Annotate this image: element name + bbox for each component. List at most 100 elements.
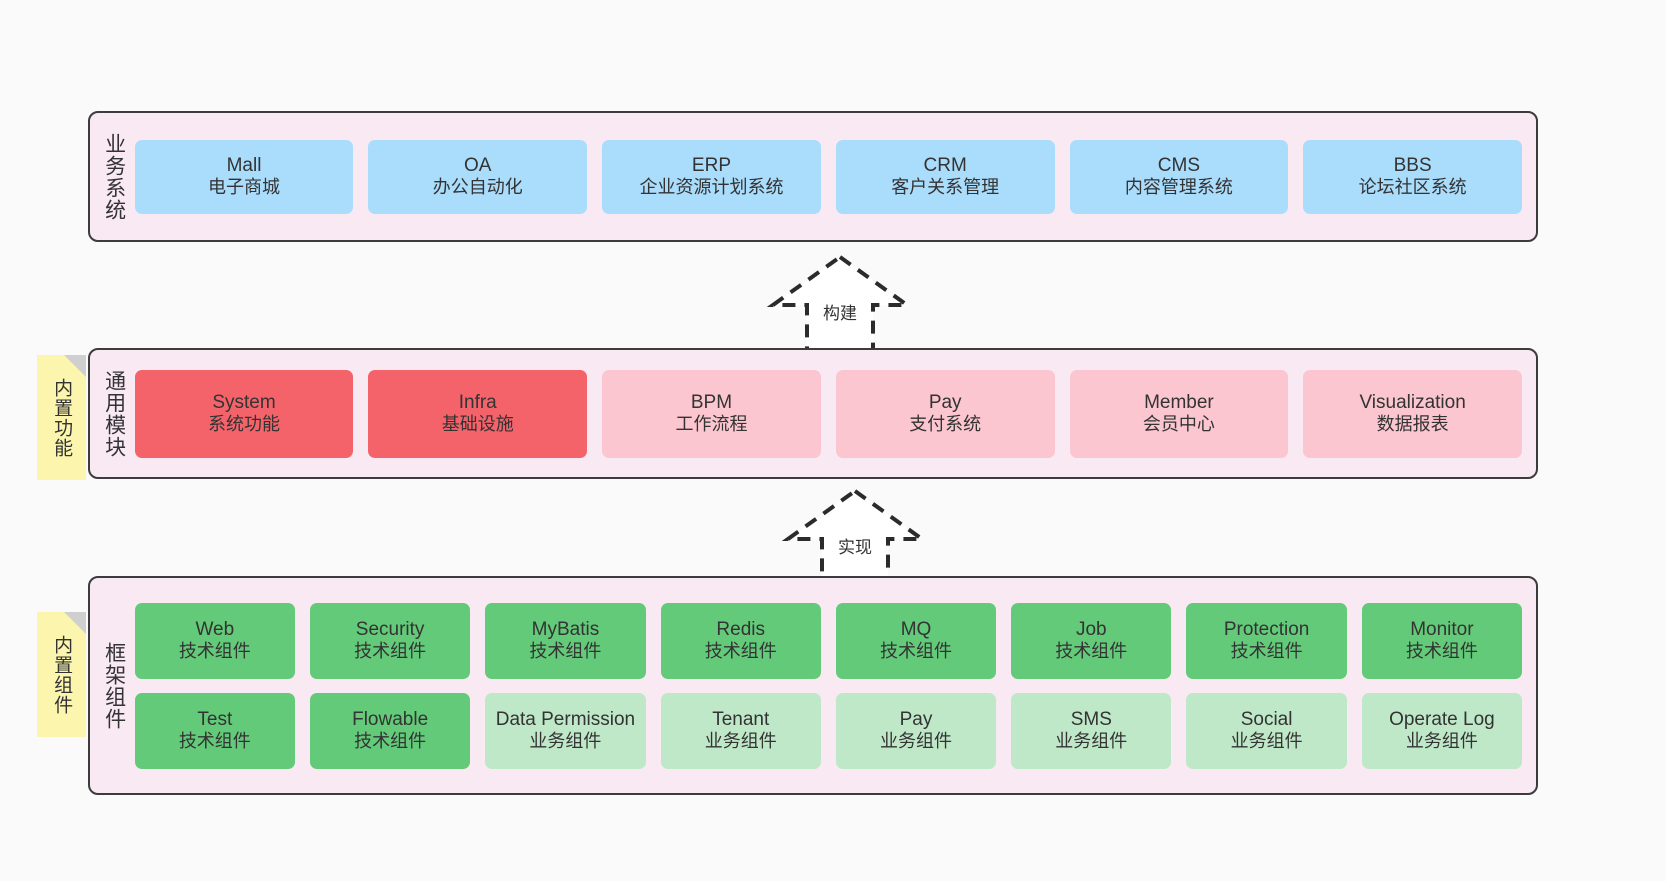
card-subtitle: 业务组件 [529,731,602,752]
card-subtitle: 客户关系管理 [891,177,1000,198]
card-subtitle: 系统功能 [208,414,281,435]
sticky-note-label: 内置组件 [51,634,73,715]
card-row: Mall 电子商城 OA 办公自动化 ERP 企业资源计划系统 CRM 客户关系… [134,139,1522,214]
card-bbs[interactable]: BBS 论坛社区系统 [1303,139,1522,214]
card-subtitle: 会员中心 [1142,414,1215,435]
card-title: Security [355,618,425,640]
card-subtitle: 技术组件 [354,731,427,752]
card-title: Visualization [1359,391,1466,413]
card-title: Mall [226,154,262,176]
card-cms[interactable]: CMS 内容管理系统 [1069,139,1289,214]
layer-framework-components: 框架组件 Web 技术组件 Security 技术组件 MyBatis 技术组件 [88,576,1538,795]
card-title: Protection [1223,618,1310,640]
card-title: ERP [691,154,731,176]
card-mall[interactable]: Mall 电子商城 [134,139,354,214]
card-subtitle: 办公自动化 [432,177,523,198]
card-title: CRM [923,154,967,176]
card-subtitle: 电子商城 [208,177,281,198]
card-subtitle: 工作流程 [675,414,748,435]
card-system[interactable]: System 系统功能 [134,369,354,458]
card-social[interactable]: Social 业务组件 [1186,692,1347,769]
card-title: Pay [928,391,962,413]
card-title: SMS [1070,708,1112,730]
card-subtitle: 技术组件 [704,641,777,662]
layer-label-common-modules: 通用模块 [102,369,126,458]
card-title: Job [1075,618,1107,640]
sticky-note-builtin-components: 内置组件 [37,612,86,737]
card-visualization[interactable]: Visualization 数据报表 [1303,369,1522,458]
layer-body-common-modules: System 系统功能 Infra 基础设施 BPM 工作流程 Pay 支付系统… [131,350,1536,477]
connector-label-realize: 实现 [838,538,872,557]
card-subtitle: 业务组件 [704,731,777,752]
card-title: Monitor [1410,618,1474,640]
card-mq[interactable]: MQ 技术组件 [835,602,997,679]
card-title: MyBatis [531,618,600,640]
connector-build: 构建 [755,253,925,353]
card-sms[interactable]: SMS 业务组件 [1011,692,1172,769]
card-title: CMS [1157,154,1201,176]
card-row: Test 技术组件 Flowable 技术组件 Data Permission … [134,692,1523,769]
card-tenant[interactable]: Tenant 业务组件 [660,692,821,769]
card-oa[interactable]: OA 办公自动化 [368,139,588,214]
card-crm[interactable]: CRM 客户关系管理 [835,139,1055,214]
layer-label-framework-components: 框架组件 [102,641,126,730]
connector-label-build: 构建 [823,304,857,323]
card-member[interactable]: Member 会员中心 [1069,369,1289,458]
card-subtitle: 业务组件 [1230,731,1303,752]
card-title: BBS [1393,154,1432,176]
card-erp[interactable]: ERP 企业资源计划系统 [602,139,821,214]
card-redis[interactable]: Redis 技术组件 [660,602,821,679]
card-subtitle: 技术组件 [1230,641,1303,662]
page-fold-icon [64,612,86,634]
card-row: Web 技术组件 Security 技术组件 MyBatis 技术组件 Redi… [134,602,1523,679]
card-title: Social [1240,708,1293,730]
card-title: Pay [899,708,933,730]
card-infra[interactable]: Infra 基础设施 [368,369,588,458]
card-subtitle: 技术组件 [178,731,251,752]
layer-common-modules: 通用模块 System 系统功能 Infra 基础设施 BPM 工作流程 Pay… [88,348,1538,479]
card-title: MQ [900,618,932,640]
card-bpm[interactable]: BPM 工作流程 [602,369,821,458]
card-title: System [212,391,276,413]
layer-label-business-system: 业务系统 [102,132,126,221]
card-subtitle: 业务组件 [1055,731,1128,752]
card-title: Test [197,708,233,730]
card-title: Operate Log [1389,708,1495,730]
card-subtitle: 企业资源计划系统 [639,177,784,198]
dashed-generalization-arrow-icon [781,488,929,587]
card-subtitle: 技术组件 [529,641,602,662]
card-subtitle: 技术组件 [1055,641,1128,662]
card-title: Flowable [352,708,429,730]
card-job[interactable]: Job 技术组件 [1011,602,1172,679]
card-subtitle: 支付系统 [909,414,982,435]
card-subtitle: 业务组件 [880,731,952,752]
card-title: BPM [690,391,733,413]
card-data-permission[interactable]: Data Permission 业务组件 [485,692,646,769]
card-title: Tenant [712,708,770,730]
card-protection[interactable]: Protection 技术组件 [1186,602,1347,679]
layer-business-system: 业务系统 Mall 电子商城 OA 办公自动化 ERP 企业资源计划系统 CRM… [88,111,1538,242]
card-title: Infra [458,391,497,413]
card-subtitle: 技术组件 [1405,641,1478,662]
card-row: System 系统功能 Infra 基础设施 BPM 工作流程 Pay 支付系统… [134,369,1522,458]
card-security[interactable]: Security 技术组件 [309,602,471,679]
card-pay-business[interactable]: Pay 业务组件 [835,692,997,769]
connector-realize: 实现 [770,487,940,587]
card-pay[interactable]: Pay 支付系统 [835,369,1055,458]
card-grid: Web 技术组件 Security 技术组件 MyBatis 技术组件 Redi… [134,602,1523,769]
card-test[interactable]: Test 技术组件 [134,692,295,769]
card-operate-log[interactable]: Operate Log 业务组件 [1361,692,1523,769]
sticky-note-builtin-features: 内置功能 [37,355,86,480]
card-mybatis[interactable]: MyBatis 技术组件 [485,602,646,679]
card-monitor[interactable]: Monitor 技术组件 [1361,602,1523,679]
card-flowable[interactable]: Flowable 技术组件 [309,692,471,769]
card-title: Data Permission [495,708,636,730]
card-subtitle: 技术组件 [354,641,427,662]
card-web[interactable]: Web 技术组件 [134,602,295,679]
sticky-note-label: 内置功能 [51,377,73,458]
card-subtitle: 业务组件 [1405,731,1478,752]
layer-body-framework-components: Web 技术组件 Security 技术组件 MyBatis 技术组件 Redi… [131,578,1536,793]
card-title: Redis [716,618,765,640]
dashed-generalization-arrow-icon [766,254,914,353]
